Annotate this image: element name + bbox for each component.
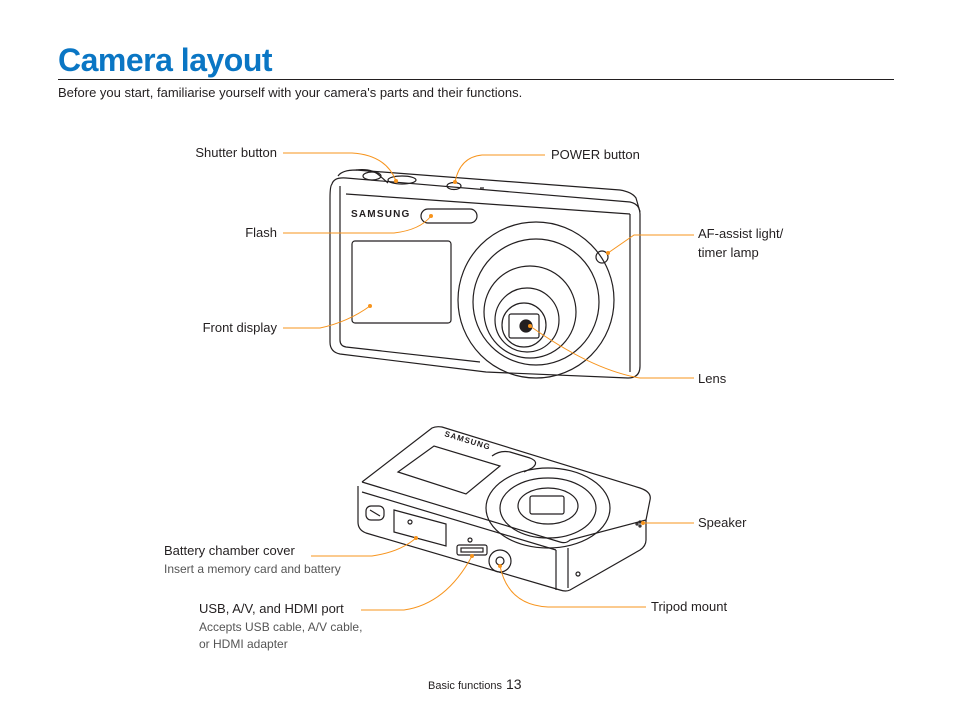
callout-af <box>607 234 694 254</box>
callout-lens <box>529 325 694 379</box>
label-flash: Flash <box>245 225 277 240</box>
label-speaker: Speaker <box>698 515 747 530</box>
bottom-brand-logo: SAMSUNG <box>443 429 491 452</box>
bottom-camera-illustration <box>357 426 651 592</box>
desc-battery-cover: Insert a memory card and battery <box>164 562 341 576</box>
front-camera-illustration <box>329 169 641 379</box>
desc-usb-port-line2: or HDMI adapter <box>199 637 288 651</box>
callout-battery <box>311 537 417 557</box>
desc-usb-port-line1: Accepts USB cable, A/V cable, <box>199 620 363 634</box>
label-usb-port: USB, A/V, and HDMI port <box>199 601 344 616</box>
callout-dots <box>368 179 645 568</box>
label-shutter-button: Shutter button <box>195 145 277 160</box>
callout-flash <box>283 215 432 234</box>
page-title: Camera layout <box>58 42 273 78</box>
label-tripod-mount: Tripod mount <box>651 599 728 614</box>
callout-usb <box>361 555 473 611</box>
intro-text: Before you start, familiarise yourself w… <box>58 85 523 100</box>
label-lens: Lens <box>698 371 727 386</box>
footer-section: Basic functions <box>428 680 502 692</box>
callout-lines <box>283 152 694 611</box>
label-af-assist-line2: timer lamp <box>698 245 759 260</box>
callout-shutter <box>283 152 397 182</box>
label-af-assist-line1: AF-assist light/ <box>698 226 784 241</box>
callout-front-display <box>283 305 371 329</box>
label-battery-cover: Battery chamber cover <box>164 543 295 558</box>
front-brand-logo: SAMSUNG <box>351 209 411 220</box>
title-rule <box>58 79 894 80</box>
callout-tripod <box>499 565 646 608</box>
page-number: 13 <box>505 676 522 692</box>
callout-power <box>454 154 545 183</box>
label-power-button: POWER button <box>551 147 640 162</box>
label-front-display: Front display <box>202 320 277 335</box>
